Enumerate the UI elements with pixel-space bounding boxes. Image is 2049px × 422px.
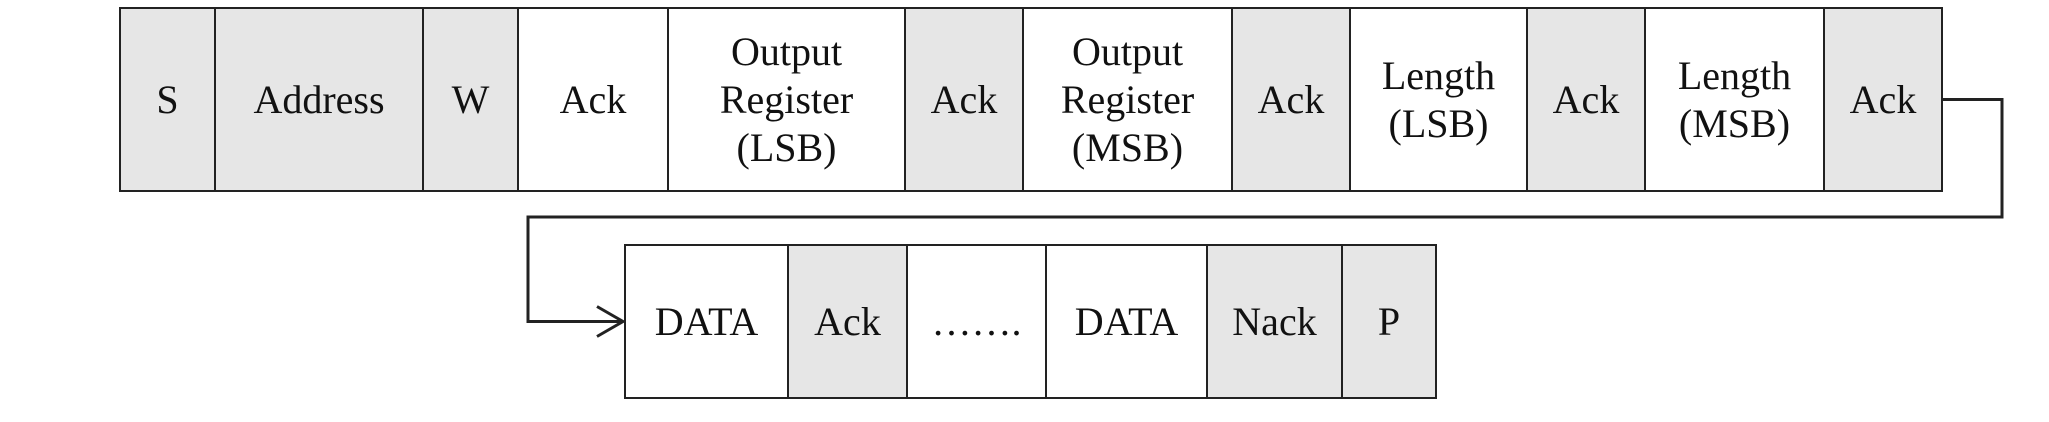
cell-label: (MSB)	[1072, 125, 1183, 170]
cell-label: …….	[932, 299, 1022, 344]
cell-box	[1022, 7, 1233, 192]
cell-box	[1526, 7, 1646, 192]
cell-label: Ack	[1850, 77, 1917, 122]
cell-box	[1231, 7, 1351, 192]
cell-label: Length	[1382, 53, 1495, 98]
cell-box	[1823, 7, 1943, 192]
cell-label: (LSB)	[737, 125, 837, 170]
cell-box	[517, 7, 669, 192]
cell-box	[1644, 7, 1825, 192]
cell-label: Ack	[1258, 77, 1325, 122]
arrow-head-icon	[596, 305, 627, 338]
cell-box	[214, 7, 424, 192]
cell-label: Length	[1678, 53, 1791, 98]
cell-ack: Ack	[787, 244, 908, 399]
cell-w: W	[422, 7, 519, 192]
cell-label: Output	[731, 29, 842, 74]
cell-box	[1341, 244, 1437, 399]
cell-label: Ack	[1553, 77, 1620, 122]
cell-length-lsb: Length(LSB)	[1349, 7, 1528, 192]
cell-label: Address	[253, 77, 384, 122]
cell-box	[904, 7, 1024, 192]
cell-box	[119, 7, 216, 192]
cell-box	[667, 7, 906, 192]
cell-label: Ack	[931, 77, 998, 122]
cell-label: DATA	[655, 299, 759, 344]
cell-s: S	[119, 7, 216, 192]
cell-label: Register	[1061, 77, 1194, 122]
cell-label: S	[156, 77, 178, 122]
cell-nack: Nack	[1206, 244, 1343, 399]
cell-label: Ack	[560, 77, 627, 122]
cell-data: DATA	[1045, 244, 1208, 399]
cell-box	[422, 7, 519, 192]
cell-data: DATA	[624, 244, 789, 399]
cell-ack: Ack	[1526, 7, 1646, 192]
cell-ellipsis: …….	[906, 244, 1047, 399]
continuation-arrow-line	[526, 98, 2004, 323]
cell-ack: Ack	[904, 7, 1024, 192]
cell-label: Nack	[1232, 299, 1316, 344]
cell-label: DATA	[1075, 299, 1179, 344]
cell-address: Address	[214, 7, 424, 192]
cell-label: Output	[1072, 29, 1183, 74]
cell-label: W	[452, 77, 490, 122]
second-transaction-row: DATA Ack ……. DATA Nack P	[624, 244, 1437, 399]
cell-box	[787, 244, 908, 399]
cell-length-msb: Length(MSB)	[1644, 7, 1825, 192]
cell-box	[1349, 7, 1528, 192]
cell-p: P	[1341, 244, 1437, 399]
cell-label: Ack	[814, 299, 881, 344]
cell-ack: Ack	[517, 7, 669, 192]
cell-box	[906, 244, 1047, 399]
cell-box	[1045, 244, 1208, 399]
cell-label: (MSB)	[1679, 101, 1790, 146]
cell-label: (LSB)	[1389, 101, 1489, 146]
cell-label: Register	[720, 77, 853, 122]
cell-ack: Ack	[1231, 7, 1351, 192]
cell-label: P	[1378, 299, 1400, 344]
cell-ack: Ack	[1823, 7, 1943, 192]
